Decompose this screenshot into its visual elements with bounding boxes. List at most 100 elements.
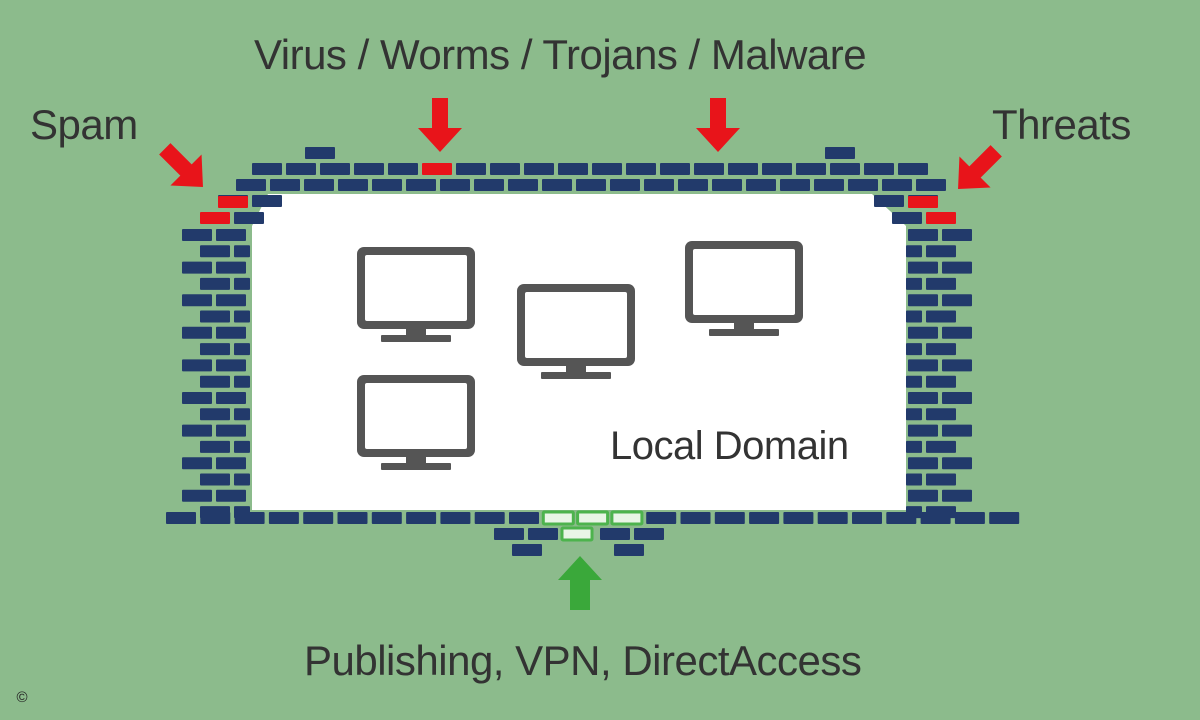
brick xyxy=(817,512,848,524)
brick xyxy=(712,179,742,191)
brick xyxy=(216,359,246,372)
brick xyxy=(182,359,212,372)
brick xyxy=(920,512,951,524)
brick xyxy=(234,277,250,290)
brick xyxy=(252,195,282,207)
brick xyxy=(200,473,230,486)
brick xyxy=(886,512,917,524)
brick xyxy=(182,261,212,274)
brick xyxy=(388,163,418,175)
local-domain-label: Local Domain xyxy=(610,424,849,468)
brick xyxy=(216,261,246,274)
brick xyxy=(234,245,250,258)
brick xyxy=(200,440,230,453)
brick xyxy=(490,163,520,175)
brick xyxy=(234,212,264,224)
spam-label: Spam xyxy=(30,101,138,148)
brick xyxy=(660,163,690,175)
brick xyxy=(908,326,938,339)
brick xyxy=(906,473,922,486)
brick xyxy=(908,424,938,437)
brick xyxy=(512,544,542,556)
brick xyxy=(234,375,250,388)
brick xyxy=(989,512,1020,524)
brick xyxy=(440,512,471,524)
brick xyxy=(626,163,656,175)
brick xyxy=(694,163,724,175)
open-brick xyxy=(576,510,610,526)
brick xyxy=(610,179,640,191)
brick xyxy=(644,179,674,191)
brick xyxy=(926,375,956,388)
brick xyxy=(852,512,882,524)
brick xyxy=(825,147,855,159)
brick xyxy=(906,343,922,356)
open-brick xyxy=(560,526,594,542)
brick xyxy=(954,512,985,524)
brick xyxy=(882,179,912,191)
brick xyxy=(796,163,826,175)
brick xyxy=(234,473,250,486)
brick xyxy=(926,277,956,290)
brick xyxy=(906,245,922,258)
brick xyxy=(234,310,250,323)
virus-worms-trojans-malware-label: Virus / Worms / Trojans / Malware xyxy=(254,31,867,78)
brick xyxy=(200,310,230,323)
brick xyxy=(216,326,246,339)
brick xyxy=(646,512,677,524)
brick xyxy=(942,392,972,404)
arrow-up-icon xyxy=(558,556,602,610)
threats-label: Threats xyxy=(992,101,1131,148)
brick xyxy=(200,245,230,258)
brick xyxy=(749,512,780,524)
arrow-down-icon xyxy=(958,145,1002,189)
brick xyxy=(714,512,745,524)
brick xyxy=(200,408,230,421)
brick xyxy=(216,457,246,470)
brick xyxy=(456,163,486,175)
brick xyxy=(182,294,212,307)
monitor-icon xyxy=(685,241,803,336)
brick xyxy=(634,528,664,540)
brick xyxy=(216,489,246,502)
brick xyxy=(338,179,368,191)
brick xyxy=(942,294,972,307)
brick xyxy=(926,440,956,453)
brick xyxy=(916,179,946,191)
arrow-down-icon xyxy=(696,98,740,152)
brick xyxy=(898,163,928,175)
brick xyxy=(234,343,250,356)
brick xyxy=(908,261,938,274)
brick xyxy=(678,179,708,191)
brick xyxy=(494,528,524,540)
brick xyxy=(942,261,972,274)
monitor-icon xyxy=(357,375,475,470)
brick xyxy=(216,392,246,404)
brick xyxy=(558,163,588,175)
brick xyxy=(830,163,860,175)
brick xyxy=(440,179,470,191)
open-brick xyxy=(610,510,644,526)
brick xyxy=(234,408,250,421)
brick xyxy=(762,163,792,175)
brick xyxy=(474,512,505,524)
brick xyxy=(592,163,622,175)
brick xyxy=(906,310,922,323)
brick xyxy=(200,375,230,388)
arrows xyxy=(159,98,1002,610)
brick xyxy=(942,229,972,241)
brick xyxy=(908,392,938,404)
brick xyxy=(908,457,938,470)
brick xyxy=(200,512,231,524)
brick xyxy=(814,179,844,191)
brick xyxy=(783,512,814,524)
brick xyxy=(542,179,572,191)
brick xyxy=(874,195,904,207)
breached-brick xyxy=(200,212,230,224)
brick xyxy=(182,457,212,470)
brick xyxy=(926,343,956,356)
brick xyxy=(166,512,196,524)
brick xyxy=(942,489,972,502)
breached-brick xyxy=(926,212,956,224)
